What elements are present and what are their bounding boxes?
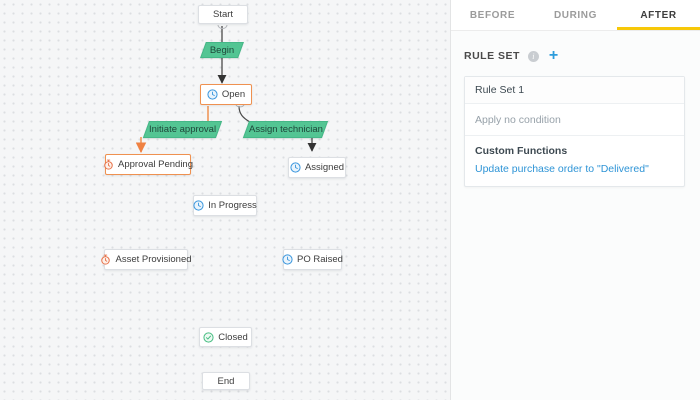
state-label: Start [212, 9, 234, 20]
state-label: PO Raised [297, 254, 343, 265]
state-node-asset-provisioned[interactable]: Asset Provisioned [101, 249, 192, 270]
state-label: Approval Pending [118, 159, 193, 170]
tab-after[interactable]: AFTER [617, 0, 700, 30]
state-label: In Progress [208, 200, 257, 211]
stopwatch-orange-icon [103, 159, 114, 170]
clock-blue-icon [207, 89, 218, 100]
state-label: Closed [218, 331, 248, 343]
clock-blue-icon [290, 162, 301, 173]
state-node-end[interactable]: End [202, 372, 250, 390]
custom-function-link[interactable]: Update purchase order to "Delivered" [475, 163, 649, 175]
state-label: Asset Provisioned [115, 254, 192, 265]
rule-set-card: Rule Set 1 Apply no condition Custom Fun… [464, 76, 685, 187]
rule-set-heading: RULE SET [464, 50, 520, 62]
tab-during[interactable]: DURING [553, 9, 598, 21]
transition-label: Begin [209, 44, 235, 56]
plus-icon[interactable]: + [548, 47, 559, 64]
rule-set-card-title[interactable]: Rule Set 1 [465, 77, 684, 104]
rule-set-header: RULE SET i + [451, 31, 700, 76]
info-icon[interactable]: i [527, 50, 539, 62]
transition-label: Assign technician [248, 124, 323, 135]
workflow-canvas[interactable]: Start Open Approval Pending Assigned In [0, 0, 450, 400]
check-green-icon [203, 331, 214, 343]
state-label: Open [221, 89, 246, 100]
stopwatch-orange-icon [100, 254, 111, 265]
clock-blue-icon [193, 200, 204, 211]
rule-condition-text: Apply no condition [465, 104, 684, 136]
state-node-closed[interactable]: Closed [199, 327, 252, 347]
state-label: Assigned [304, 162, 345, 173]
rules-panel: BEFORE DURING AFTER RULE SET i + Rule Se… [450, 0, 700, 400]
state-node-in-progress[interactable]: In Progress [193, 195, 257, 216]
transition-begin[interactable]: Begin [200, 42, 244, 58]
phase-tabs: BEFORE DURING AFTER [451, 0, 700, 31]
state-node-open[interactable]: Open [200, 84, 252, 105]
tab-before[interactable]: BEFORE [469, 9, 516, 21]
state-node-approval-pending[interactable]: Approval Pending [103, 154, 193, 175]
transition-label: Initiate approval [148, 124, 217, 135]
state-label: End [217, 375, 235, 387]
transition-initiate-approval[interactable]: Initiate approval [142, 121, 223, 138]
custom-functions-heading: Custom Functions [475, 145, 568, 157]
state-node-start[interactable]: Start [198, 5, 248, 24]
transition-assign-technician[interactable]: Assign technician [242, 121, 329, 138]
state-node-assigned[interactable]: Assigned [288, 157, 346, 178]
clock-blue-icon [282, 254, 293, 265]
state-node-po-raised[interactable]: PO Raised [282, 249, 343, 270]
